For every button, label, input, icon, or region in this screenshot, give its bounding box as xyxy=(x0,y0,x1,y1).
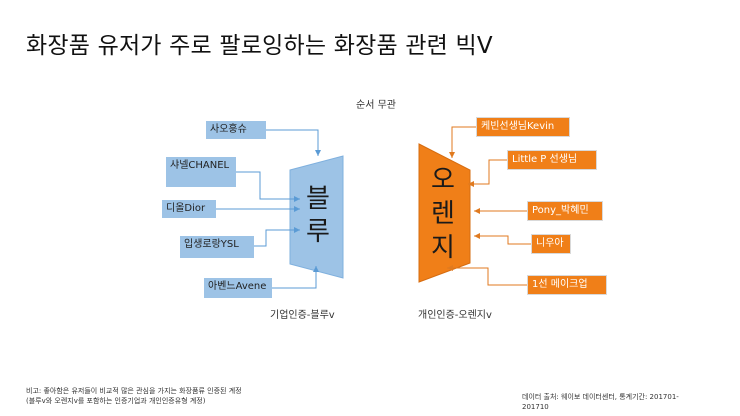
account-label: 아벤느Avene xyxy=(208,281,267,292)
slide-title: 화장품 유저가 주로 팔로잉하는 화장품 관련 빅V xyxy=(26,33,493,59)
order-note: 순서 무관 xyxy=(356,100,396,111)
account-box-niuwa: 니우아 xyxy=(531,234,571,254)
footnote-remark-line-2: (블루v와 오렌지v를 포함하는 인증기업과 개인인증유형 계정) xyxy=(26,397,206,405)
account-label: 디올Dior xyxy=(166,203,206,214)
blue-group-caption: 기업인증-블루v xyxy=(270,310,335,321)
account-box-dior: 디올Dior xyxy=(162,200,216,218)
account-box-kevin: 케빈선생님Kevin xyxy=(476,117,570,137)
account-box-1seon-makeup: 1선 메이크업 xyxy=(527,275,607,295)
account-box-chanel: 샤넬CHANEL xyxy=(166,157,236,187)
account-label: 1선 메이크업 xyxy=(532,279,588,290)
orange-shape-char-1: 오 xyxy=(431,165,455,195)
orange-shape-char-3: 지 xyxy=(431,233,455,263)
account-box-saohongshu: 사오훙슈 xyxy=(206,121,266,139)
connector-chanel xyxy=(236,171,300,202)
footnote-remark: 비고: 좋아함은 유저들이 비교적 많은 관심을 가지는 화장품류 인증된 계정… xyxy=(26,386,242,406)
account-label: Little P 선생님 xyxy=(512,154,578,165)
account-label: 니우아 xyxy=(536,238,564,249)
account-label: 입생로랑YSL xyxy=(184,239,239,250)
blue-trapezoid-shape xyxy=(289,155,344,279)
account-label: 케빈선생님Kevin xyxy=(481,121,555,132)
account-box-avene: 아벤느Avene xyxy=(204,278,272,298)
connector-kevin xyxy=(449,126,476,158)
account-label: 사오훙슈 xyxy=(210,124,247,135)
footnote-source-line-2: 201710 xyxy=(522,403,549,411)
footnote-source-line-1: 데이터 출처: 웨이보 데이터센터, 통계기간: 201701- xyxy=(522,393,679,401)
footnote-source: 데이터 출처: 웨이보 데이터센터, 통계기간: 201701- 201710 xyxy=(522,392,679,412)
blue-shape-char-2: 루 xyxy=(306,217,330,247)
footnote-remark-line-1: 비고: 좋아함은 유저들이 비교적 많은 관심을 가지는 화장품류 인증된 계정 xyxy=(26,387,242,395)
account-label: Pony_박혜민 xyxy=(532,205,589,216)
connector-ysl xyxy=(254,227,300,247)
orange-shape-char-2: 렌 xyxy=(431,199,455,229)
account-box-little-p: Little P 선생님 xyxy=(507,150,597,170)
connector-1seon-makeup xyxy=(447,265,527,286)
orange-trapezoid-shape xyxy=(418,143,471,283)
account-label: 샤넬CHANEL xyxy=(170,160,230,171)
orange-group-caption: 개인인증-오렌지v xyxy=(418,310,492,321)
blue-shape-char-1: 블 xyxy=(306,184,330,214)
connector-saohongshu xyxy=(266,129,321,156)
connector-avene xyxy=(272,266,319,289)
account-box-pony: Pony_박혜민 xyxy=(527,201,603,221)
account-box-ysl: 입생로랑YSL xyxy=(180,236,254,258)
connector-niuwa xyxy=(474,233,531,245)
connector-little-p xyxy=(468,159,507,187)
